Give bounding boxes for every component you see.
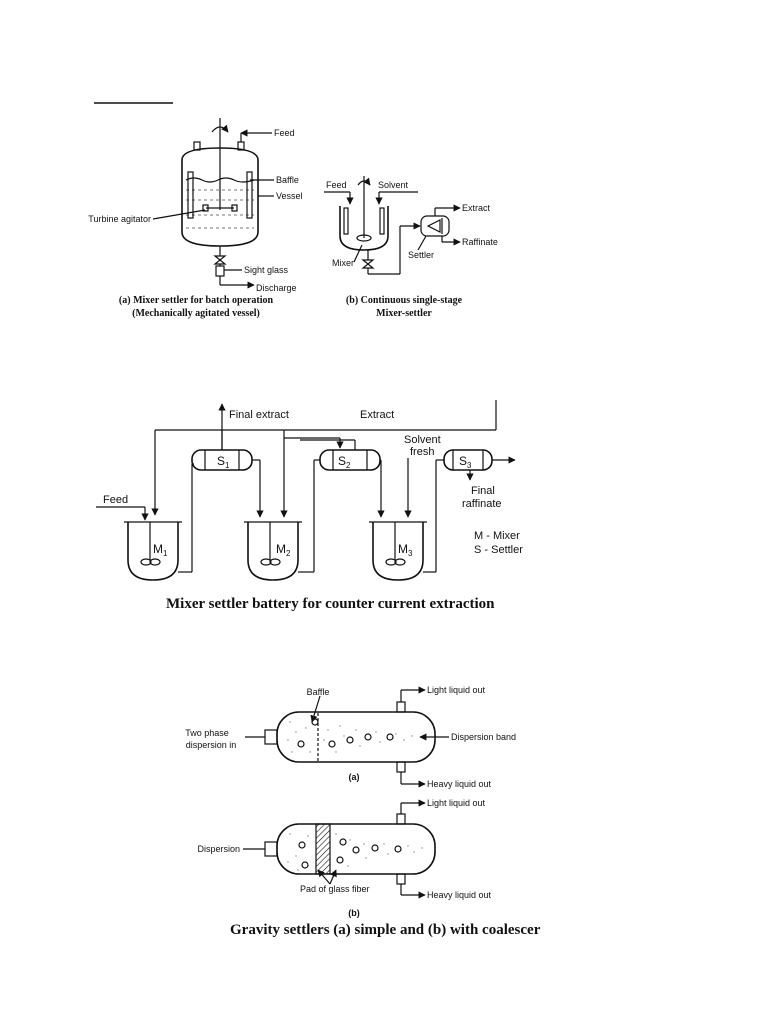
fresh-label: fresh — [410, 446, 434, 458]
feed-label: Feed — [103, 494, 128, 506]
fig3a-heavy-out-label: Heavy liquid out — [427, 779, 492, 789]
glass-fiber-pad — [315, 823, 331, 875]
fig2-mixer-settler-battery: Final extract Extract S1 S2 S3 Solvent f… — [96, 400, 523, 612]
two-phase-label-1: Two phase — [185, 728, 229, 738]
mixer-m2-label: M2 — [276, 542, 291, 558]
legend-settler: S - Settler — [474, 544, 523, 556]
fig1a-caption-2: (Mechanically agitated vessel) — [132, 308, 260, 319]
legend-mixer: M - Mixer — [474, 530, 520, 542]
mixer-m1 — [127, 522, 179, 581]
fig1a-caption-1: (a) Mixer settler for batch operation — [119, 295, 274, 306]
fig1b-solvent-label: Solvent — [378, 180, 409, 190]
fig3b-label: (b) — [348, 908, 360, 918]
fig1a-sight-glass-label: Sight glass — [244, 265, 289, 275]
mixer-m3 — [372, 522, 424, 581]
fig3a-simple-settler: Baffle Two phase dispersion in Light liq… — [185, 685, 516, 789]
fig1b-feed-label: Feed — [326, 180, 347, 190]
fig1a-batch-mixer: Feed Baffle Vessel Turbine agitator Sigh… — [88, 118, 303, 319]
settler-b-vessel — [276, 823, 436, 875]
fig3a-baffle-label: Baffle — [307, 687, 330, 697]
fig3-caption: Gravity settlers (a) simple and (b) with… — [230, 922, 541, 938]
fig3b-heavy-out-label: Heavy liquid out — [427, 890, 492, 900]
fig3b-coalescer-settler: Dispersion Light liquid out Heavy liquid… — [197, 798, 540, 938]
mixer-m2 — [247, 522, 299, 581]
mixer-m1-label: M1 — [153, 542, 168, 558]
two-phase-label-2: dispersion in — [186, 740, 237, 750]
vessel-body — [181, 147, 259, 247]
fig1b-continuous-mixer-settler: Feed Solvent Mixer Extract Raffinate — [324, 176, 498, 319]
fig1a-discharge-label: Discharge — [256, 283, 297, 293]
fig3b-light-out-label: Light liquid out — [427, 798, 486, 808]
fig1a-feed-label: Feed — [274, 128, 295, 138]
dispersion-band-label: Dispersion band — [451, 732, 516, 742]
fig1a-vessel-label: Vessel — [276, 191, 303, 201]
fig1b-extract-label: Extract — [462, 203, 491, 213]
fig1a-turbine-label: Turbine agitator — [88, 214, 151, 224]
solvent-label: Solvent — [404, 434, 441, 446]
fig1b-caption-1: (b) Continuous single-stage — [346, 295, 463, 306]
fig3b-dispersion-label: Dispersion — [197, 844, 240, 854]
fig1b-caption-2: Mixer-settler — [376, 308, 432, 319]
final-label: Final — [471, 485, 495, 497]
fig3a-label: (a) — [349, 772, 360, 782]
fig2-caption: Mixer settler battery for counter curren… — [166, 596, 495, 612]
fig1b-mixer-label: Mixer — [332, 258, 354, 268]
settler-s3-label: S3 — [459, 454, 472, 470]
mixer-m3-label: M3 — [398, 542, 413, 558]
settler-s1-label: S1 — [217, 454, 230, 470]
fig3a-light-out-label: Light liquid out — [427, 685, 486, 695]
raffinate-label: raffinate — [462, 498, 502, 510]
final-extract-label: Final extract — [229, 409, 289, 421]
pad-label: Pad of glass fiber — [300, 884, 370, 894]
extract-label: Extract — [360, 409, 394, 421]
fig1a-baffle-label: Baffle — [276, 175, 299, 185]
settler-a-vessel — [276, 711, 436, 763]
fig1b-raffinate-label: Raffinate — [462, 237, 498, 247]
fig1b-settler-label: Settler — [408, 250, 434, 260]
settler-s2-label: S2 — [338, 454, 351, 470]
